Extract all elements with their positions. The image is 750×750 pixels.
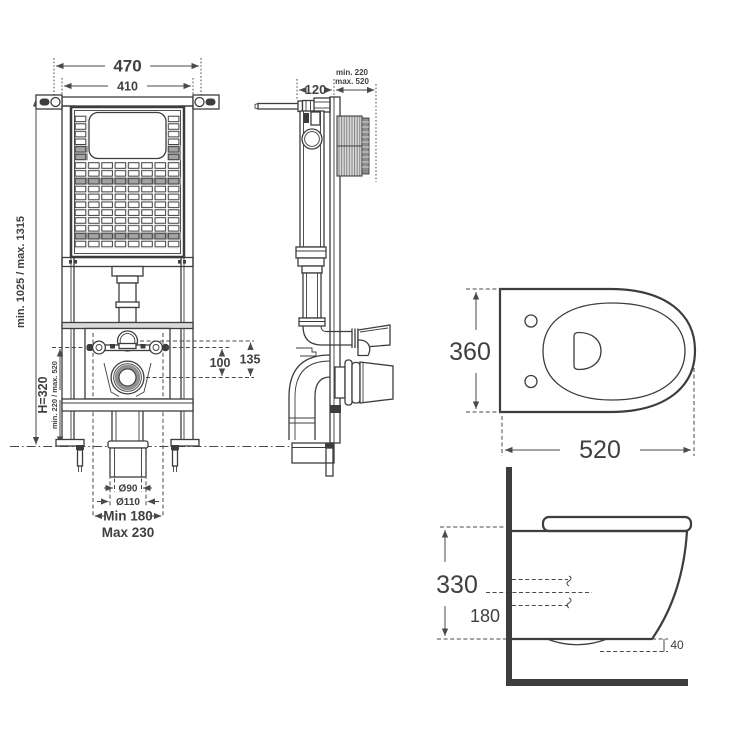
left-fixing-bolt: [86, 344, 94, 351]
front-view-cistern-frame: 470 410 min. 1025 / max. 1315 H=320 min.…: [15, 57, 260, 541]
dim-label-100: 100: [210, 356, 231, 370]
fill-valve: [303, 113, 309, 123]
right-anchor-bolt: [205, 98, 216, 106]
dim-label-max520: max. 520: [335, 77, 369, 86]
dim-520: 520: [501, 368, 695, 464]
dim-330: 330: [436, 526, 512, 640]
top-bracket: [313, 97, 331, 113]
frame-base: [55, 398, 200, 478]
seat-hole-top: [524, 314, 538, 328]
dim-label-410: 410: [117, 80, 138, 94]
side-cistern-tank: [295, 110, 327, 274]
dim-label-180: 180: [470, 606, 500, 626]
hidden-drain-pipe: [486, 575, 592, 609]
dim-label-max230: Max 230: [102, 525, 155, 540]
dim-120: 120: [296, 79, 335, 100]
soil-pipe-elbow: [288, 354, 331, 440]
dim-label-min180: Min 180: [103, 509, 153, 524]
dim-height-range: min. 1025 / max. 1315: [15, 99, 40, 445]
mounting-plate: [69, 105, 186, 259]
top-view-toilet: 360 520: [449, 287, 697, 464]
flush-inlet-shape: [573, 331, 602, 371]
right-foot: [170, 438, 200, 447]
waste-connector-cone: [334, 359, 394, 406]
dim-label-dia110: Ø110: [116, 497, 140, 508]
dim-40: 40: [600, 638, 684, 652]
left-foot-screw: [76, 449, 84, 467]
fixing-and-outlet-section: [61, 321, 194, 517]
bowl-outline-profile: [512, 529, 689, 641]
plate-perforations-right: [167, 115, 181, 162]
left-anchor-bolt: [39, 98, 50, 106]
flush-connector-horn: [357, 324, 391, 357]
dim-outlet-bottom: Ø90 Ø110 Min 180 Max 230: [94, 452, 162, 540]
dim-label-outlet-range: min. 220 / max. 520: [50, 361, 59, 429]
dim-label-min220: min. 220: [336, 68, 369, 77]
dim-label-330: 330: [436, 571, 478, 599]
side-foot: [291, 442, 335, 477]
bowl-outline-top: [498, 287, 697, 414]
left-fixing-point: [91, 340, 107, 355]
wall-mounting-block: [336, 115, 370, 177]
dim-label-40: 40: [670, 638, 684, 652]
left-foot: [55, 438, 85, 447]
right-fixing-point: [148, 340, 164, 355]
right-foot-screw: [171, 449, 179, 467]
side-rail: [329, 96, 341, 444]
dim-100-135: 100 135: [140, 340, 261, 378]
profile-view-toilet: 330 180 40: [436, 467, 693, 686]
wall-anchor-screw: [254, 99, 316, 113]
access-window: [88, 111, 167, 160]
dim-wall-range: min. 220 max. 520: [335, 68, 377, 182]
dim-label-h320: H=320: [36, 376, 50, 413]
dim-label-520: 520: [579, 436, 621, 464]
dim-label-135: 135: [240, 353, 261, 367]
plate-perforations-left: [74, 115, 88, 162]
dim-label-height-range: min. 1025 / max. 1315: [15, 216, 27, 328]
dim-label-120: 120: [305, 82, 327, 97]
dim-label-470: 470: [113, 57, 141, 76]
wall-section: [506, 467, 512, 686]
seat-hole-bottom: [524, 374, 538, 389]
waste-pipe: [107, 411, 149, 478]
plate-perforation-grid: [74, 162, 181, 249]
dim-label-dia90: Ø90: [119, 484, 138, 495]
flush-pipe-assembly: [61, 256, 194, 324]
bowl-rim-inner: [542, 302, 686, 401]
dim-410: 410: [61, 78, 194, 96]
top-rail-and-wall-anchors: [35, 94, 220, 110]
side-flush-pipe: [296, 272, 391, 357]
side-foot-screw: [325, 447, 334, 477]
dim-label-360: 360: [449, 338, 491, 366]
side-view-cistern-frame: 120 min. 220 max. 520: [254, 68, 394, 477]
right-anchor-hole: [194, 96, 205, 108]
bowl-bottom-bulge: [546, 638, 608, 646]
floor-section: [506, 679, 688, 686]
seat-lid-profile: [541, 515, 693, 533]
dim-360: 360: [449, 288, 502, 413]
left-anchor-hole: [50, 96, 61, 108]
toothed-rail: [361, 117, 370, 175]
pipe-break-symbol: [566, 575, 572, 609]
right-fixing-bolt: [161, 343, 170, 352]
